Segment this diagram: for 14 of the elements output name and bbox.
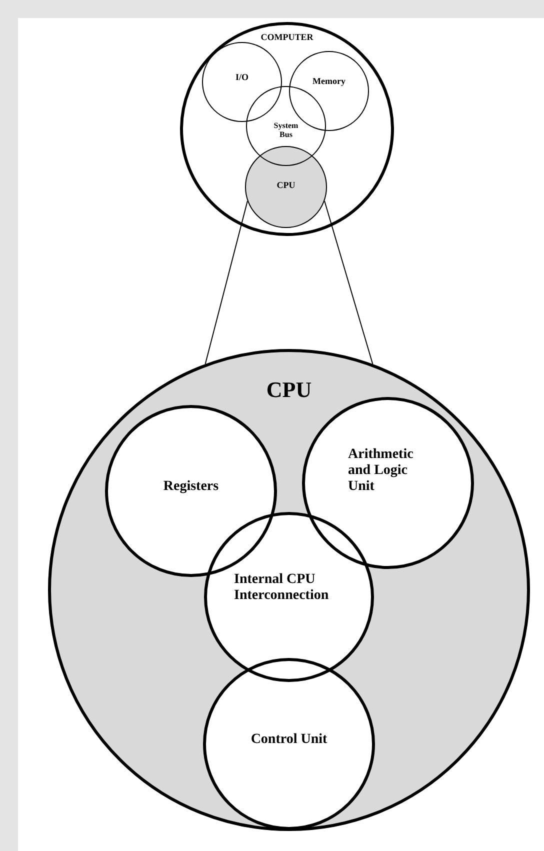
circle-label: I/O: [234, 72, 250, 82]
circle-label: System Bus: [272, 121, 300, 140]
circle-node: [202, 42, 282, 122]
connector-line: [324, 200, 374, 364]
circle-title: CPU: [265, 377, 313, 402]
circle-label: Registers: [162, 479, 220, 496]
connector-line: [204, 200, 248, 364]
circle-title: COMPUTER: [260, 32, 314, 42]
circle-label: Control Unit: [250, 732, 328, 748]
circle-label: Arithmetic and Logic Unit: [348, 447, 414, 496]
circle-node: [245, 146, 327, 228]
circle-label: CPU: [276, 180, 296, 190]
circle-label: Internal CPU Interconnection: [234, 572, 330, 604]
circle-label: Memory: [312, 76, 346, 86]
